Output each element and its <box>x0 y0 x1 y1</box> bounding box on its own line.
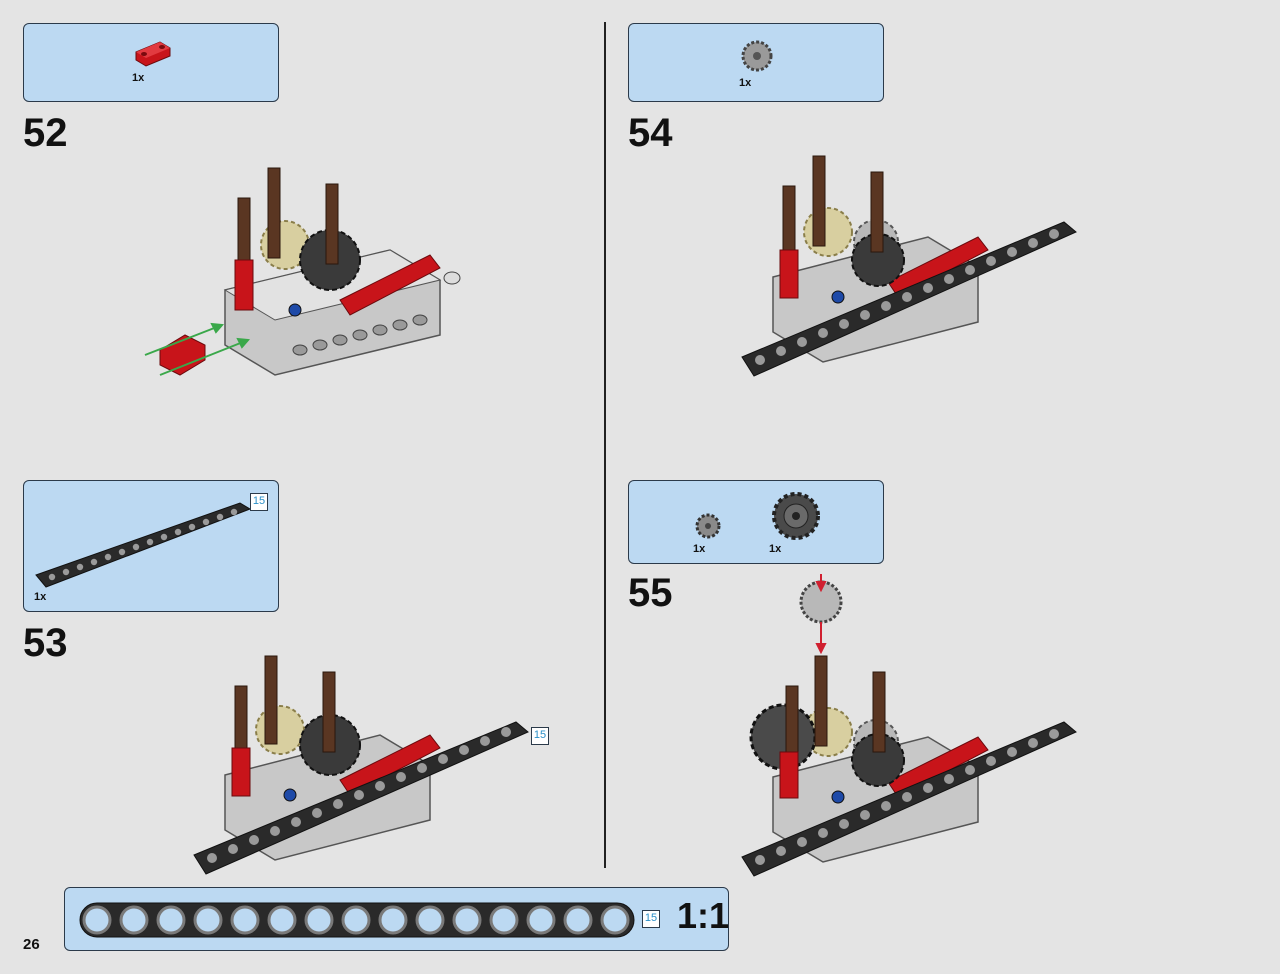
part-qty: 1x <box>693 543 706 555</box>
insert-arrow <box>144 324 223 356</box>
parts-box-step-53: 15 1x <box>23 480 279 612</box>
parts-box-step-52: 1x <box>23 23 279 102</box>
brown-axle <box>264 655 278 745</box>
assembly-length-badge: 15 <box>531 727 549 745</box>
part-qty: 1x <box>132 72 145 84</box>
ruler-hole <box>267 905 297 935</box>
ruler-hole <box>304 905 334 935</box>
ruler-hole <box>378 905 408 935</box>
step-number-55: 55 <box>628 571 673 615</box>
blue-pin <box>831 790 845 804</box>
parts-box-step-54: 1x <box>628 23 884 102</box>
brown-axle <box>870 171 884 253</box>
ruler-hole <box>452 905 482 935</box>
ruler-hole <box>563 905 593 935</box>
length-badge: 15 <box>250 493 268 511</box>
step-number-54: 54 <box>628 111 673 155</box>
insert-arrow <box>159 339 249 376</box>
brown-axle <box>325 183 339 265</box>
assembly-illustration-step-53 <box>193 655 529 875</box>
ruler-hole <box>230 905 260 935</box>
dark-gear-large-icon <box>772 492 820 540</box>
tan-gear <box>255 705 305 755</box>
ruler-length-badge: 15 <box>642 910 660 928</box>
part-qty: 1x <box>34 591 47 603</box>
gray-gear-tiny-icon <box>695 513 721 539</box>
step-number-53: 53 <box>23 621 68 665</box>
ruler-hole <box>526 905 556 935</box>
ruler-hole <box>82 905 112 935</box>
ruler-hole <box>600 905 630 935</box>
gray-gear-icon <box>741 40 773 72</box>
brown-axle <box>812 155 826 247</box>
ruler-hole <box>415 905 445 935</box>
ruler-beam <box>79 902 635 938</box>
ruler-hole <box>156 905 186 935</box>
blue-pin <box>288 303 302 317</box>
assembly-illustration-step-54 <box>741 155 1077 377</box>
assembly-illustration-step-55 <box>741 574 1077 877</box>
assembly-illustration-step-52 <box>144 167 461 376</box>
column-divider <box>604 22 606 868</box>
brown-axle <box>872 671 886 753</box>
ruler-hole <box>341 905 371 935</box>
ruler-hole <box>193 905 223 935</box>
part-qty: 1x <box>769 543 782 555</box>
blue-pin <box>831 290 845 304</box>
scale-label: 1:1 <box>677 895 730 936</box>
ruler-hole <box>119 905 149 935</box>
scale-ruler-box: 15 <box>64 887 729 951</box>
brown-axle <box>814 655 828 747</box>
step-number-52: 52 <box>23 111 68 155</box>
page-number: 26 <box>23 936 40 953</box>
blue-pin <box>283 788 297 802</box>
black-beam-icon <box>35 502 252 588</box>
red-connector-icon <box>135 41 171 67</box>
brown-axle <box>322 671 336 753</box>
part-qty: 1x <box>739 77 752 89</box>
parts-box-step-55: 1x 1x <box>628 480 884 564</box>
tan-gear <box>803 207 853 257</box>
red-cylinder <box>339 254 441 316</box>
ruler-hole <box>489 905 519 935</box>
brown-axle <box>267 167 281 259</box>
